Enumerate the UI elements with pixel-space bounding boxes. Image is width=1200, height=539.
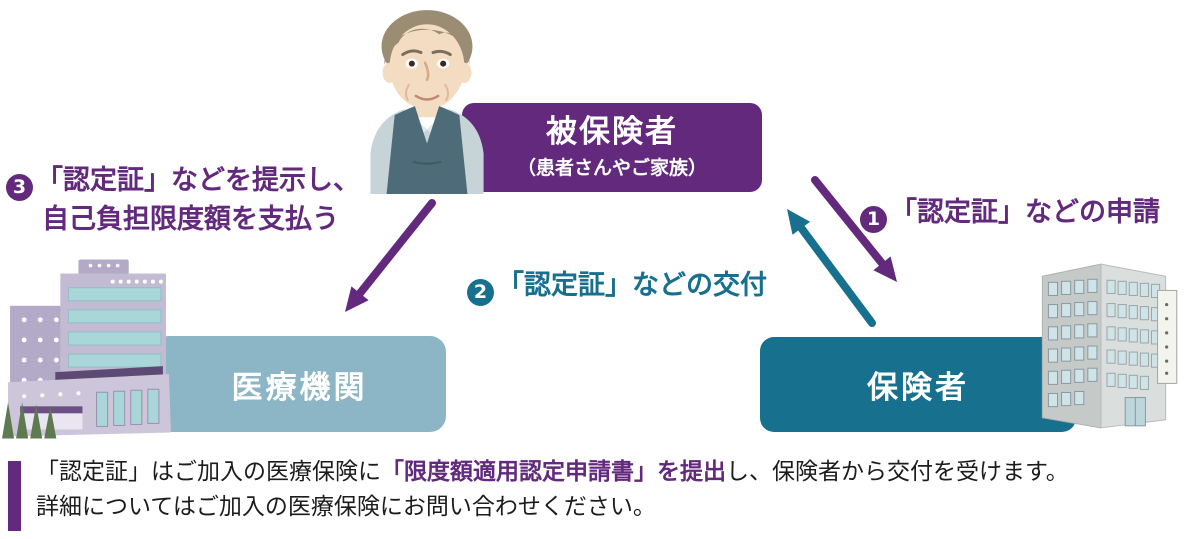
step3-caption: 3「認定証」などを提示し、 自己負担限度額を支払う xyxy=(6,162,360,238)
hospital-building-icon xyxy=(2,259,171,439)
step1-number-badge: 1 xyxy=(860,206,887,233)
step2-number-badge: 2 xyxy=(467,279,494,306)
insured-person-subtitle: （患者さんやご家族） xyxy=(516,156,707,179)
medical-institution-label: 医療機関 xyxy=(231,369,368,406)
footnote-line1-pre: 「認定証」はご加入の医療保険に xyxy=(36,459,381,485)
footnote-text: 「認定証」はご加入の医療保険に「限度額適用認定申請書」を提出し、保険者から交付を… xyxy=(36,455,1069,531)
step1-label: 「認定証」などの申請 xyxy=(890,197,1160,228)
step3-label-line2: 自己負担限度額を支払う xyxy=(42,204,339,235)
insured-person-title: 被保険者 xyxy=(546,114,678,151)
step1-caption: 1「認定証」などの申請 xyxy=(860,194,1160,233)
medical-institution-box: 医療機関 xyxy=(153,336,446,432)
step2-label: 「認定証」などの交付 xyxy=(497,270,767,301)
insurer-box: 保険者 xyxy=(760,337,1076,432)
insured-person-box: 被保険者 （患者さんやご家族） xyxy=(462,103,762,192)
footnote-line2: 詳細についてはご加入の医療保険にお問い合わせください。 xyxy=(36,494,656,520)
footnote-line1-emphasis: 「限度額適用認定申請書」を提出 xyxy=(381,459,726,485)
footnote-line1-post: し、保険者から交付を受けます。 xyxy=(726,459,1069,485)
elderly-patient-icon xyxy=(370,10,484,194)
footnote: 「認定証」はご加入の医療保険に「限度額適用認定申請書」を提出し、保険者から交付を… xyxy=(8,455,1069,531)
insurer-label: 保険者 xyxy=(867,370,969,406)
step2-caption: 2「認定証」などの交付 xyxy=(467,267,767,306)
footnote-line1: 「認定証」はご加入の医療保険に「限度額適用認定申請書」を提出し、保険者から交付を… xyxy=(36,455,1069,490)
step3-label-line1: 「認定証」などを提示し、 xyxy=(36,165,360,196)
step3-number-badge: 3 xyxy=(6,174,33,201)
footnote-accent-bar xyxy=(8,461,21,531)
insurer-building-icon xyxy=(1041,263,1178,429)
